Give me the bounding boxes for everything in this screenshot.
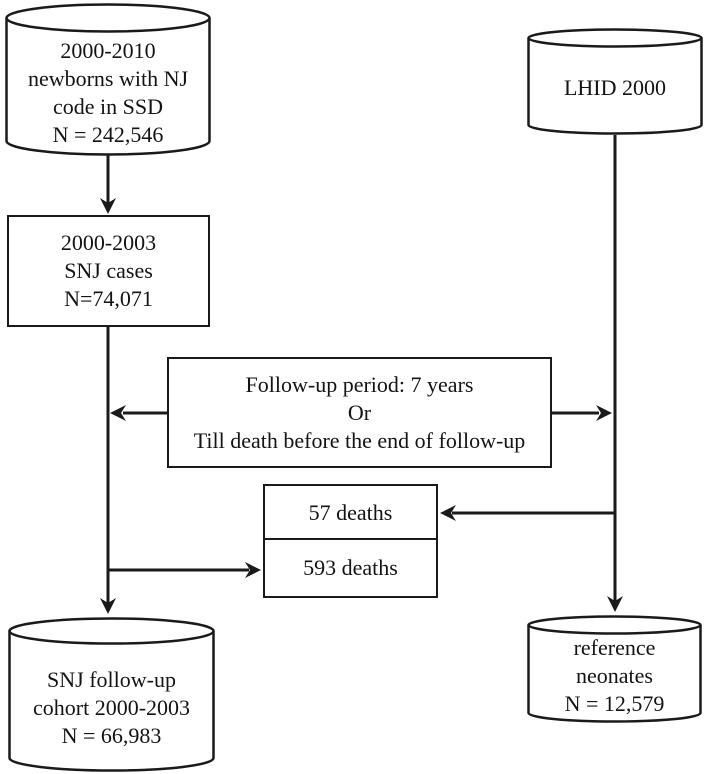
snj-cohort-line: cohort 2000-2003 <box>32 694 191 720</box>
snj-cases-line: N=74,071 <box>64 286 153 311</box>
arrow-ssd-to-snjcases <box>100 154 116 214</box>
followup-line: Till death before the end of follow-up <box>193 427 526 453</box>
snj-cohort-line: N = 66,983 <box>61 722 162 748</box>
node-followup-period: Follow-up period: 7 years Or Till death … <box>167 357 552 468</box>
node-deaths-57: 57 deaths <box>263 484 438 541</box>
node-snj-cases: 2000-2003 SNJ cases N=74,071 <box>7 215 210 327</box>
reference-line: neonates <box>576 663 653 688</box>
lhid-label: LHID 2000 <box>563 74 667 100</box>
arrow-snjcases-to-cohort <box>100 327 116 614</box>
arrow-followup-right <box>552 405 612 421</box>
reference-line: reference <box>573 635 656 660</box>
deaths-57-label: 57 deaths <box>308 499 393 525</box>
arrow-cohort-to-593deaths <box>108 562 261 578</box>
node-snj-cohort: SNJ follow-up cohort 2000-2003 N = 66,98… <box>8 617 215 772</box>
snj-cases-line: SNJ cases <box>64 258 153 283</box>
ssd-line: N = 242,546 <box>52 121 164 147</box>
snj-cases-line: 2000-2003 <box>60 230 157 255</box>
node-deaths-593: 593 deaths <box>263 538 438 598</box>
node-ssd-newborns: 2000-2010 newborns with NJ code in SSD N… <box>5 3 211 156</box>
followup-line: Follow-up period: 7 years <box>245 371 474 397</box>
snj-cohort-line: SNJ follow-up <box>47 666 176 692</box>
ssd-line: 2000-2010 <box>60 37 156 63</box>
arrow-lhid-to-reference <box>607 135 623 612</box>
reference-line: N = 12,579 <box>564 691 665 716</box>
deaths-593-label: 593 deaths <box>303 555 398 580</box>
node-lhid-2000: LHID 2000 <box>527 28 703 135</box>
ssd-line: code in SSD <box>53 93 163 119</box>
followup-line: Or <box>347 399 372 425</box>
ssd-line: newborns with NJ <box>27 65 189 91</box>
arrow-reference-to-57deaths <box>440 505 615 521</box>
arrow-followup-left <box>110 405 167 421</box>
node-reference-neonates: reference neonates N = 12,579 <box>527 615 702 723</box>
